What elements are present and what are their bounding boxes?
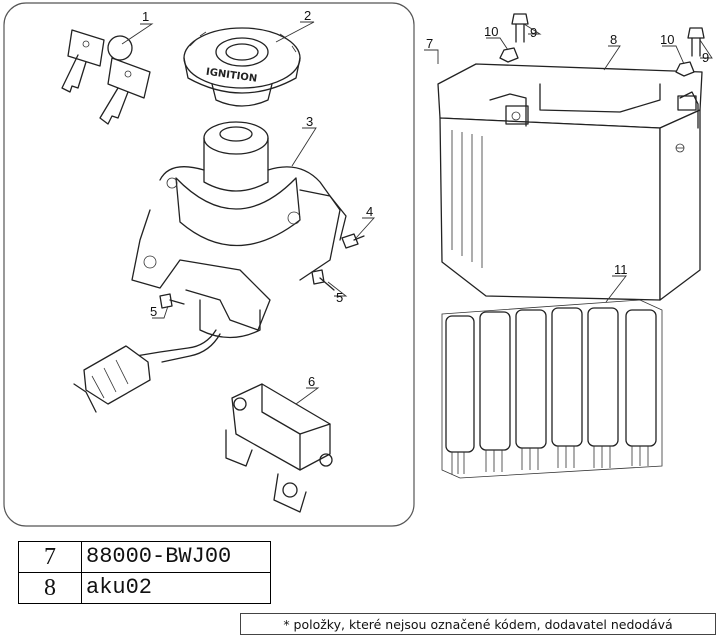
callout-3: 3 (306, 114, 313, 129)
callout-10b: 10 (660, 32, 674, 47)
part-ignition-nut: IGNITION (183, 27, 301, 107)
part-code: 88000-BWJ00 (81, 541, 271, 573)
part-screws (159, 233, 365, 309)
table-row: 8 aku02 (18, 572, 271, 604)
part-terminal-pads (441, 299, 663, 479)
callout-9b: 9 (702, 50, 709, 65)
parts-table: 7 88000-BWJ00 8 aku02 (18, 541, 271, 604)
wire-harness (73, 329, 221, 413)
callout-7: 7 (426, 36, 433, 51)
part-number: 7 (18, 541, 82, 573)
part-keys (61, 29, 151, 125)
callout-2: 2 (304, 8, 311, 23)
callout-8: 8 (610, 32, 617, 47)
part-relay (225, 383, 333, 513)
callout-10a: 10 (484, 24, 498, 39)
callout-5b: 5 (150, 304, 157, 319)
table-row: 7 88000-BWJ00 (18, 541, 271, 573)
callout-1: 1 (142, 9, 149, 24)
exploded-parts-diagram: IGNITION (3, 2, 713, 527)
leader-lines (121, 21, 713, 405)
callout-6: 6 (308, 374, 315, 389)
callout-5a: 5 (336, 290, 343, 305)
callout-11: 11 (614, 262, 628, 277)
part-battery (437, 63, 703, 301)
assembly-frame (3, 2, 415, 527)
part-number: 8 (18, 572, 82, 604)
part-battery-bolts (499, 13, 705, 77)
footnote: * položky, které nejsou označené kódem, … (240, 613, 716, 635)
callout-9a: 9 (530, 25, 537, 40)
part-code: aku02 (81, 572, 271, 604)
part-ignition-switch (131, 121, 347, 339)
callout-4: 4 (366, 204, 373, 219)
